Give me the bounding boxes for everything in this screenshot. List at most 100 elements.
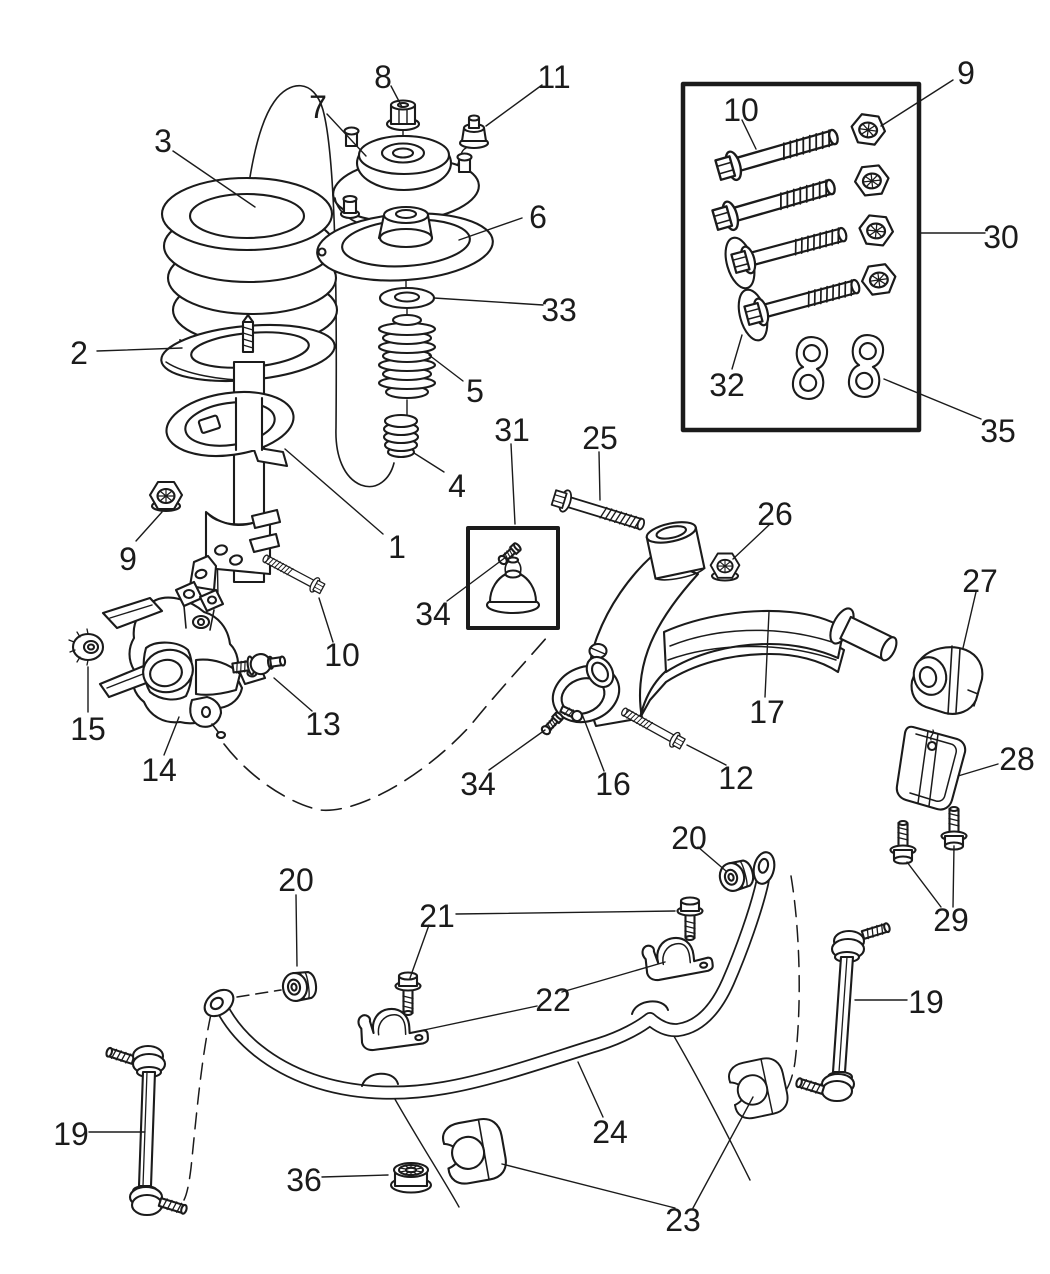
leader-1 (284, 448, 384, 535)
hardware-kit-box (680, 81, 922, 433)
leader-25 (598, 451, 601, 501)
clamp-bolt-21-right (676, 896, 704, 942)
leader-12 (686, 744, 727, 766)
leader-29-b (952, 845, 955, 908)
center-line-hump-right (667, 1025, 751, 1181)
callout-36: 36 (286, 1162, 322, 1198)
insulator-23-right (725, 1054, 792, 1123)
callout-35: 35 (980, 413, 1016, 449)
leader-33 (433, 297, 544, 306)
callout-14: 14 (141, 752, 177, 788)
leader-34-lower (488, 729, 546, 771)
upper-spring-seat (316, 205, 494, 282)
strut-nut-9 (148, 480, 184, 513)
leader-22-a (561, 961, 666, 993)
jounce-bumper (382, 413, 420, 459)
clamp-22-right (640, 933, 715, 983)
leader-17 (764, 611, 770, 698)
ball-joint-boot-box (466, 526, 560, 630)
toe-adjust-bolt-12 (617, 703, 687, 752)
callout-10-strut: 10 (324, 637, 360, 673)
leader-26 (732, 524, 770, 560)
lower-control-arm (551, 521, 898, 728)
leader-lines (87, 79, 999, 1209)
center-line-hump-left (391, 1093, 460, 1208)
leader-9-strut (135, 511, 163, 542)
leader-10-hardware (741, 119, 757, 150)
leader-16 (581, 713, 605, 772)
callout-34-upper: 34 (415, 596, 451, 632)
arm-front-bushing-tower (645, 521, 706, 581)
leader-4 (413, 452, 445, 473)
callout-23: 23 (665, 1202, 701, 1238)
rod-nut (458, 114, 490, 150)
mount-stud-left (343, 126, 360, 148)
bar-eye-right (752, 851, 776, 885)
bracket-bolt-29-left (889, 819, 917, 865)
callout-9-strut: 9 (119, 541, 137, 577)
callout-27: 27 (962, 563, 998, 599)
mount-nut (385, 99, 421, 132)
spacer-washer (378, 286, 436, 310)
callout-22: 22 (535, 982, 571, 1018)
leader-6 (458, 217, 523, 241)
leader-14 (163, 716, 180, 756)
callout-24: 24 (592, 1114, 628, 1150)
leader-21-a (409, 924, 430, 979)
leader-9-hardware (880, 79, 954, 127)
grease-fitting-lower (539, 710, 565, 737)
center-line-bar-link-right (778, 875, 800, 1099)
leader-24 (577, 1061, 604, 1118)
leader-2 (96, 347, 183, 352)
leader-20-left (295, 894, 298, 967)
leader-21-b (455, 910, 676, 915)
center-line-bar-link-left (183, 1013, 212, 1201)
callout-15: 15 (70, 711, 106, 747)
callout-19-right: 19 (908, 984, 944, 1020)
bar-hump-right (631, 1000, 669, 1015)
callout-11: 11 (537, 59, 570, 95)
center-line-eye-bushing-left (236, 989, 282, 998)
callout-30: 30 (983, 219, 1019, 255)
leader-20-right (697, 846, 727, 872)
ball-joint-boot (485, 556, 541, 615)
strut-rod-thread (241, 313, 255, 354)
stabilizer-bushing-27 (910, 645, 984, 715)
callout-13: 13 (305, 706, 341, 742)
stabilizer-bar (203, 851, 776, 1100)
mount-stud-right (456, 152, 473, 174)
callout-10-hardware: 10 (723, 92, 759, 128)
lower-spring-seat (160, 313, 336, 382)
callout-8: 8 (374, 59, 392, 95)
shield-flange (251, 445, 289, 468)
pivot-bushing-15 (68, 628, 105, 666)
callout-20-left: 20 (278, 862, 314, 898)
leader-3 (172, 150, 256, 208)
flange-nut-36 (389, 1161, 433, 1194)
stabilizer-link-left (104, 1044, 189, 1217)
callout-5: 5 (466, 373, 484, 409)
leader-22-b (423, 1005, 538, 1031)
leader-27 (962, 591, 977, 649)
callout-31: 31 (494, 412, 530, 448)
kit-bolt-4 (737, 271, 864, 342)
callout-9-hardware: 9 (957, 55, 975, 91)
leader-23-b (692, 1096, 754, 1209)
strut-mount (332, 126, 480, 232)
leader-11 (485, 84, 543, 127)
leader-28 (957, 763, 999, 777)
bar-hump-left (361, 1072, 399, 1087)
callout-6: 6 (529, 199, 547, 235)
callout-21: 21 (419, 898, 455, 934)
leader-31 (510, 443, 516, 525)
callout-12: 12 (718, 760, 754, 796)
leader-7 (326, 113, 367, 157)
leader-23-a (501, 1163, 676, 1209)
cam-bolt-25 (549, 486, 648, 537)
steering-arm (101, 596, 164, 630)
leader-10-strut (318, 597, 334, 643)
leader-36 (321, 1174, 389, 1178)
clamp-22-left (356, 1006, 430, 1052)
callout-32: 32 (709, 367, 745, 403)
mount-stud-front (339, 194, 361, 220)
